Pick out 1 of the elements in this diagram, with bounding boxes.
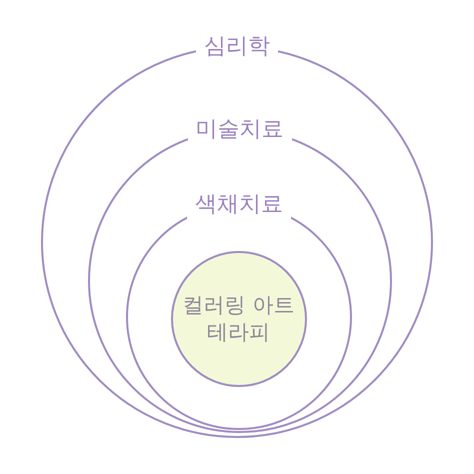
circle-text: 컬러링 아트테라피 (182, 292, 296, 346)
